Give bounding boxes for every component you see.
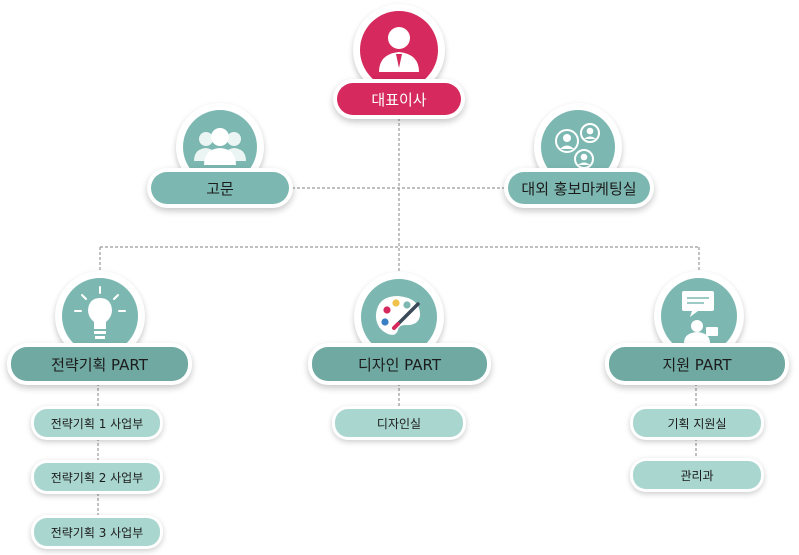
strategy-sub-2[interactable]: 전략기획 2 사업부: [31, 460, 163, 494]
design-sub-1[interactable]: 디자인실: [332, 406, 466, 440]
palette-icon: [375, 296, 421, 335]
design-part-box[interactable]: 디자인 PART: [308, 343, 491, 385]
network-people-icon: [555, 123, 600, 169]
marketing-label: 대외 홍보마케팅실: [508, 172, 650, 204]
strategy-sub-2-label: 전략기획 2 사업부: [34, 463, 160, 491]
ceo-box[interactable]: 대표이사: [333, 79, 465, 119]
strategy-part-label: 전략기획 PART: [11, 347, 188, 381]
support-sub-1[interactable]: 기획 지원실: [630, 406, 764, 440]
support-sub-1-label: 기획 지원실: [633, 409, 761, 437]
strategy-sub-1-label: 전략기획 1 사업부: [34, 409, 160, 437]
lightbulb-icon: [74, 286, 126, 339]
strategy-sub-1[interactable]: 전략기획 1 사업부: [31, 406, 163, 440]
ceo-label: 대표이사: [337, 83, 461, 115]
ceo-person-icon: [379, 27, 419, 72]
support-part-label: 지원 PART: [609, 347, 785, 381]
strategy-part-box[interactable]: 전략기획 PART: [7, 343, 192, 385]
strategy-sub-3-label: 전략기획 3 사업부: [34, 518, 160, 546]
marketing-box[interactable]: 대외 홍보마케팅실: [504, 168, 654, 208]
strategy-sub-3[interactable]: 전략기획 3 사업부: [31, 515, 163, 549]
support-sub-2-label: 관리과: [633, 461, 761, 489]
advisor-label: 고문: [151, 172, 289, 204]
support-sub-2[interactable]: 관리과: [630, 458, 764, 492]
design-sub-1-label: 디자인실: [335, 409, 463, 437]
support-part-box[interactable]: 지원 PART: [605, 343, 789, 385]
ceo-icon-circle: [353, 4, 445, 96]
design-part-label: 디자인 PART: [312, 347, 487, 381]
support-person-icon: [682, 291, 718, 343]
advisor-box[interactable]: 고문: [147, 168, 293, 208]
group-people-icon: [194, 128, 246, 165]
